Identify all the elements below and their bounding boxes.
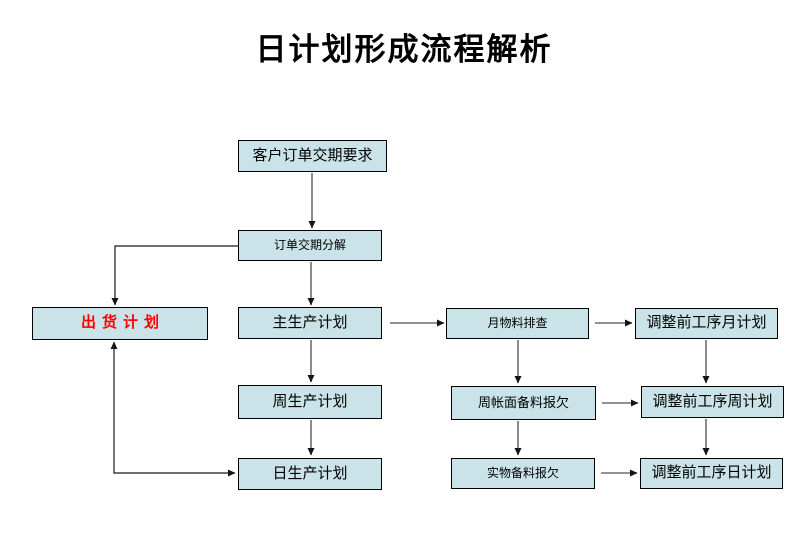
flow-node-customer-order-requirement: 客户订单交期要求 — [238, 140, 387, 172]
flow-node-pre-adjust-process-monthly-plan: 调整前工序月计划 — [635, 308, 778, 339]
flow-node-weekly-production-plan: 周生产计划 — [238, 385, 382, 419]
flow-node-physical-material-shortage: 实物备料报欠 — [451, 458, 595, 489]
flow-node-master-production-plan: 主生产计划 — [238, 307, 382, 339]
flow-node-shipping-plan: 出货计划 — [32, 307, 208, 340]
flow-node-pre-adjust-process-daily-plan: 调整前工序日计划 — [640, 458, 783, 489]
edge-order-breakdown-to-shipping-plan — [111, 245, 238, 306]
flow-node-monthly-material-check: 月物料排查 — [446, 308, 589, 339]
page-title: 日计划形成流程解析 — [255, 32, 553, 67]
edge-shipping-plan-daily-plan-two-way — [110, 341, 236, 477]
flow-node-order-delivery-breakdown: 订单交期分解 — [238, 230, 382, 261]
flow-node-daily-production-plan: 日生产计划 — [238, 458, 382, 490]
flow-node-weekly-book-material-shortage: 周帐面备料报欠 — [451, 386, 596, 420]
flow-node-pre-adjust-process-weekly-plan: 调整前工序周计划 — [641, 386, 784, 418]
